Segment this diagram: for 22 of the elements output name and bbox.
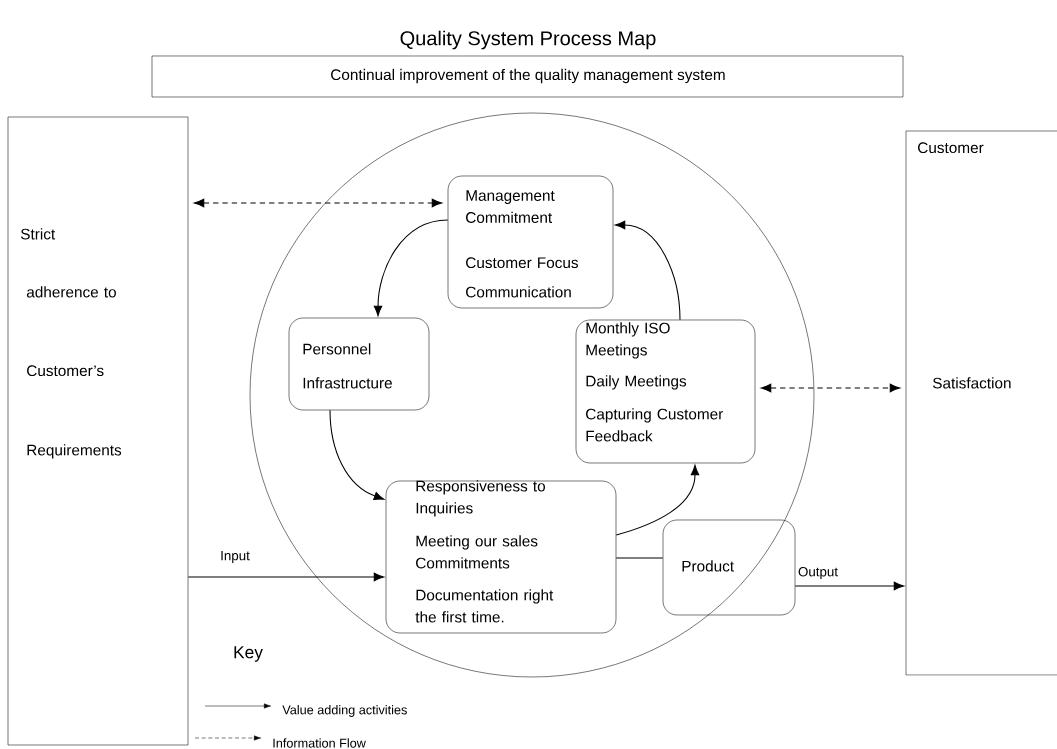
process-box: Personnel Infrastructure xyxy=(288,317,430,411)
dashed-arrow xyxy=(760,383,901,393)
legend-item: Value adding activities xyxy=(204,703,407,717)
requirements-box: Strict adherence to Customer’s Requirements xyxy=(7,116,189,746)
edge-label: Output xyxy=(796,565,840,581)
edge-label: Input xyxy=(218,549,252,565)
arrow xyxy=(615,464,700,536)
key-heading: Key xyxy=(234,646,263,662)
arrow xyxy=(373,219,449,317)
arrow xyxy=(187,572,385,582)
banner-box: Continual improvement of the quality management system xyxy=(151,55,904,98)
arrow xyxy=(329,409,385,501)
legend-item: Information Flow xyxy=(194,735,366,748)
title: Quality System Process Map xyxy=(400,30,656,50)
process-box: Management Commitment Customer Focus Communication xyxy=(447,175,614,309)
dashed-arrow xyxy=(193,198,443,208)
arrow xyxy=(794,581,905,591)
connector-line xyxy=(615,557,664,559)
arrow xyxy=(614,220,681,321)
process-box: Responsiveness to Inquiries Meeting our sales Commitments Documentation right the first time. xyxy=(385,480,617,634)
process-box: Monthly ISO Meetings Daily Meetings Capturing Customer Feedback xyxy=(575,319,756,464)
satisfaction-box: Customer Satisfaction xyxy=(905,130,1057,676)
